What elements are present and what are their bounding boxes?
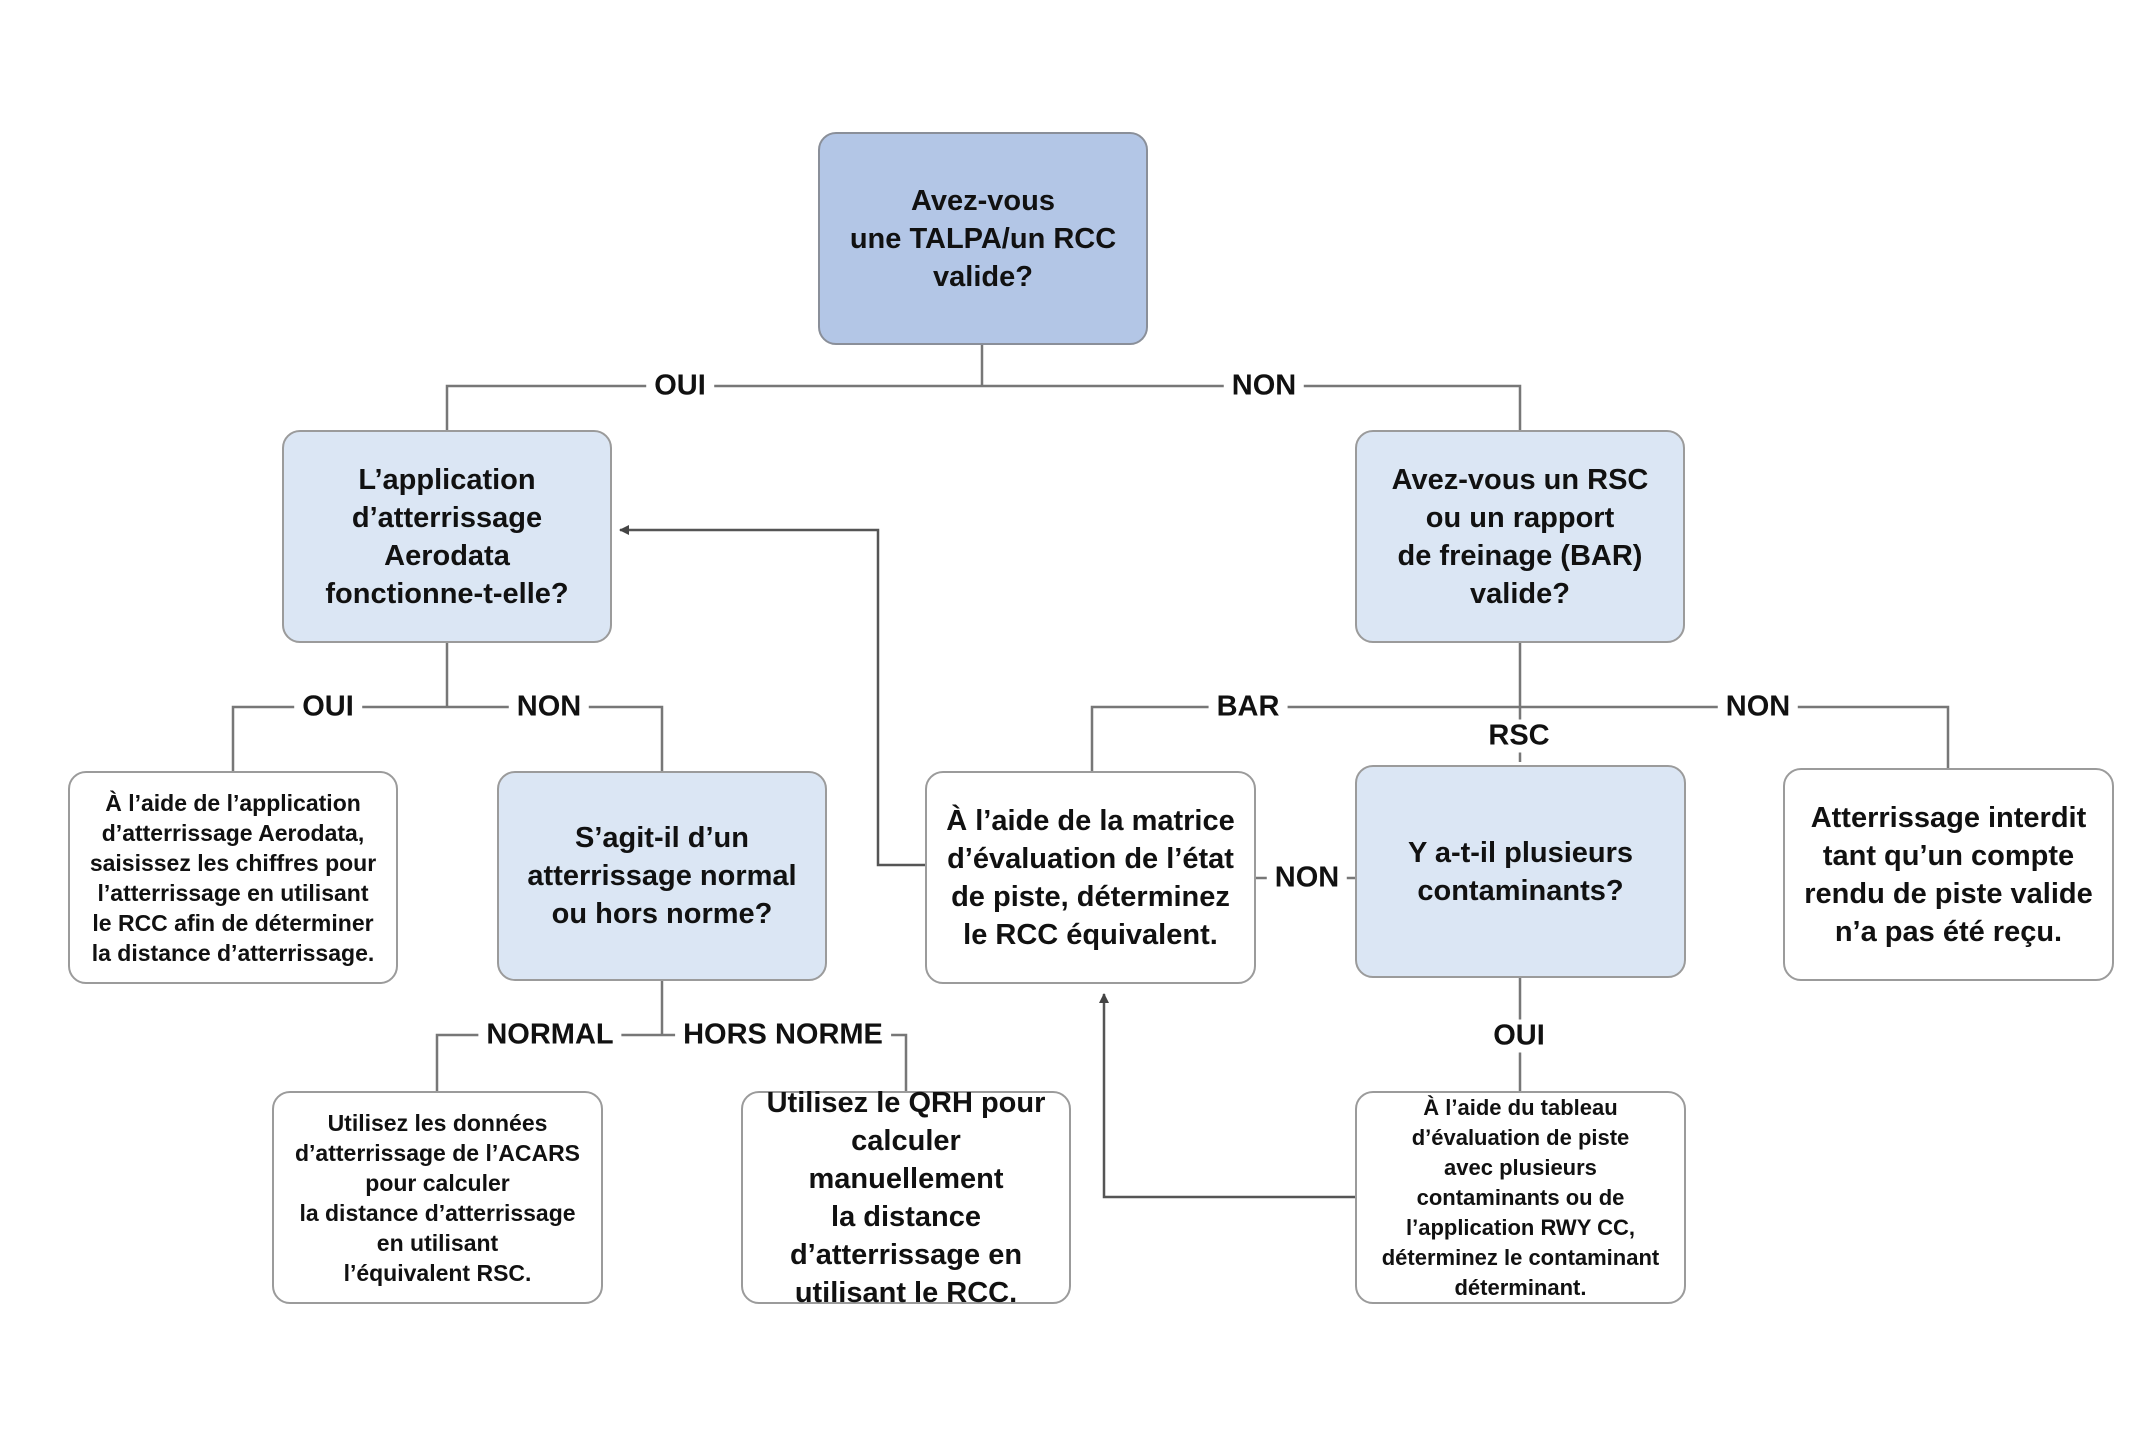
connector-rsc-bar [1090, 705, 1520, 771]
edge-label-contaminants-oui: OUI [1485, 1019, 1553, 1053]
answer-acars-equivalent-rsc: Utilisez les données d’atterrissage de l… [272, 1091, 603, 1304]
question-talpa-rcc-valide: Avez-vous une TALPA/un RCC valide? [818, 132, 1148, 345]
question-rsc-bar-valide: Avez-vous un RSC ou un rapport de freina… [1355, 430, 1685, 643]
connector-aerodata-oui [231, 705, 447, 771]
edge-label-talpa-non: NON [1223, 369, 1305, 403]
connector-rsc-non [1520, 705, 1950, 771]
edge-label-rsc-bar: BAR [1208, 690, 1288, 724]
answer-qrh-calcul-manuel: Utilisez le QRH pour calculer manuelleme… [741, 1087, 1071, 1309]
edge-label-aerodata-non: NON [508, 690, 590, 724]
edge-label-rsc-rsc: RSC [1480, 719, 1558, 753]
edge-label-hors-norme: HORS NORME [675, 1018, 891, 1052]
connector-talpa-oui [445, 384, 982, 430]
edge-label-aerodata-oui: OUI [294, 690, 362, 724]
edge-label-rsc-non: NON [1717, 690, 1799, 724]
connector-talpa-non [982, 384, 1522, 430]
edge-label-talpa-oui: OUI [646, 369, 714, 403]
edge-label-normal: NORMAL [478, 1018, 622, 1052]
answer-atterrissage-interdit: Atterrissage interdit tant qu’un compte … [1783, 768, 2114, 981]
edge-label-contaminants-non: NON [1266, 861, 1348, 895]
question-atterrissage-normal-hors-norme: S’agit-il d’un atterrissage normal ou ho… [497, 771, 827, 981]
question-aerodata-fonctionne: L’application d’atterrissage Aerodata fo… [282, 430, 612, 643]
arrow-tableau-to-matrice [1099, 993, 1357, 1199]
answer-tableau-contaminant-determinant: À l’aide du tableau d’évaluation de pist… [1355, 1091, 1686, 1304]
arrow-matrice-to-aerodata [619, 525, 925, 867]
question-plusieurs-contaminants: Y a-t-il plusieurs contaminants? [1355, 765, 1686, 978]
answer-aerodata-rcc: À l’aide de l’application d’atterrissage… [68, 771, 398, 984]
answer-matrice-rcc-equivalent: À l’aide de la matrice d’évaluation de l… [925, 771, 1256, 984]
